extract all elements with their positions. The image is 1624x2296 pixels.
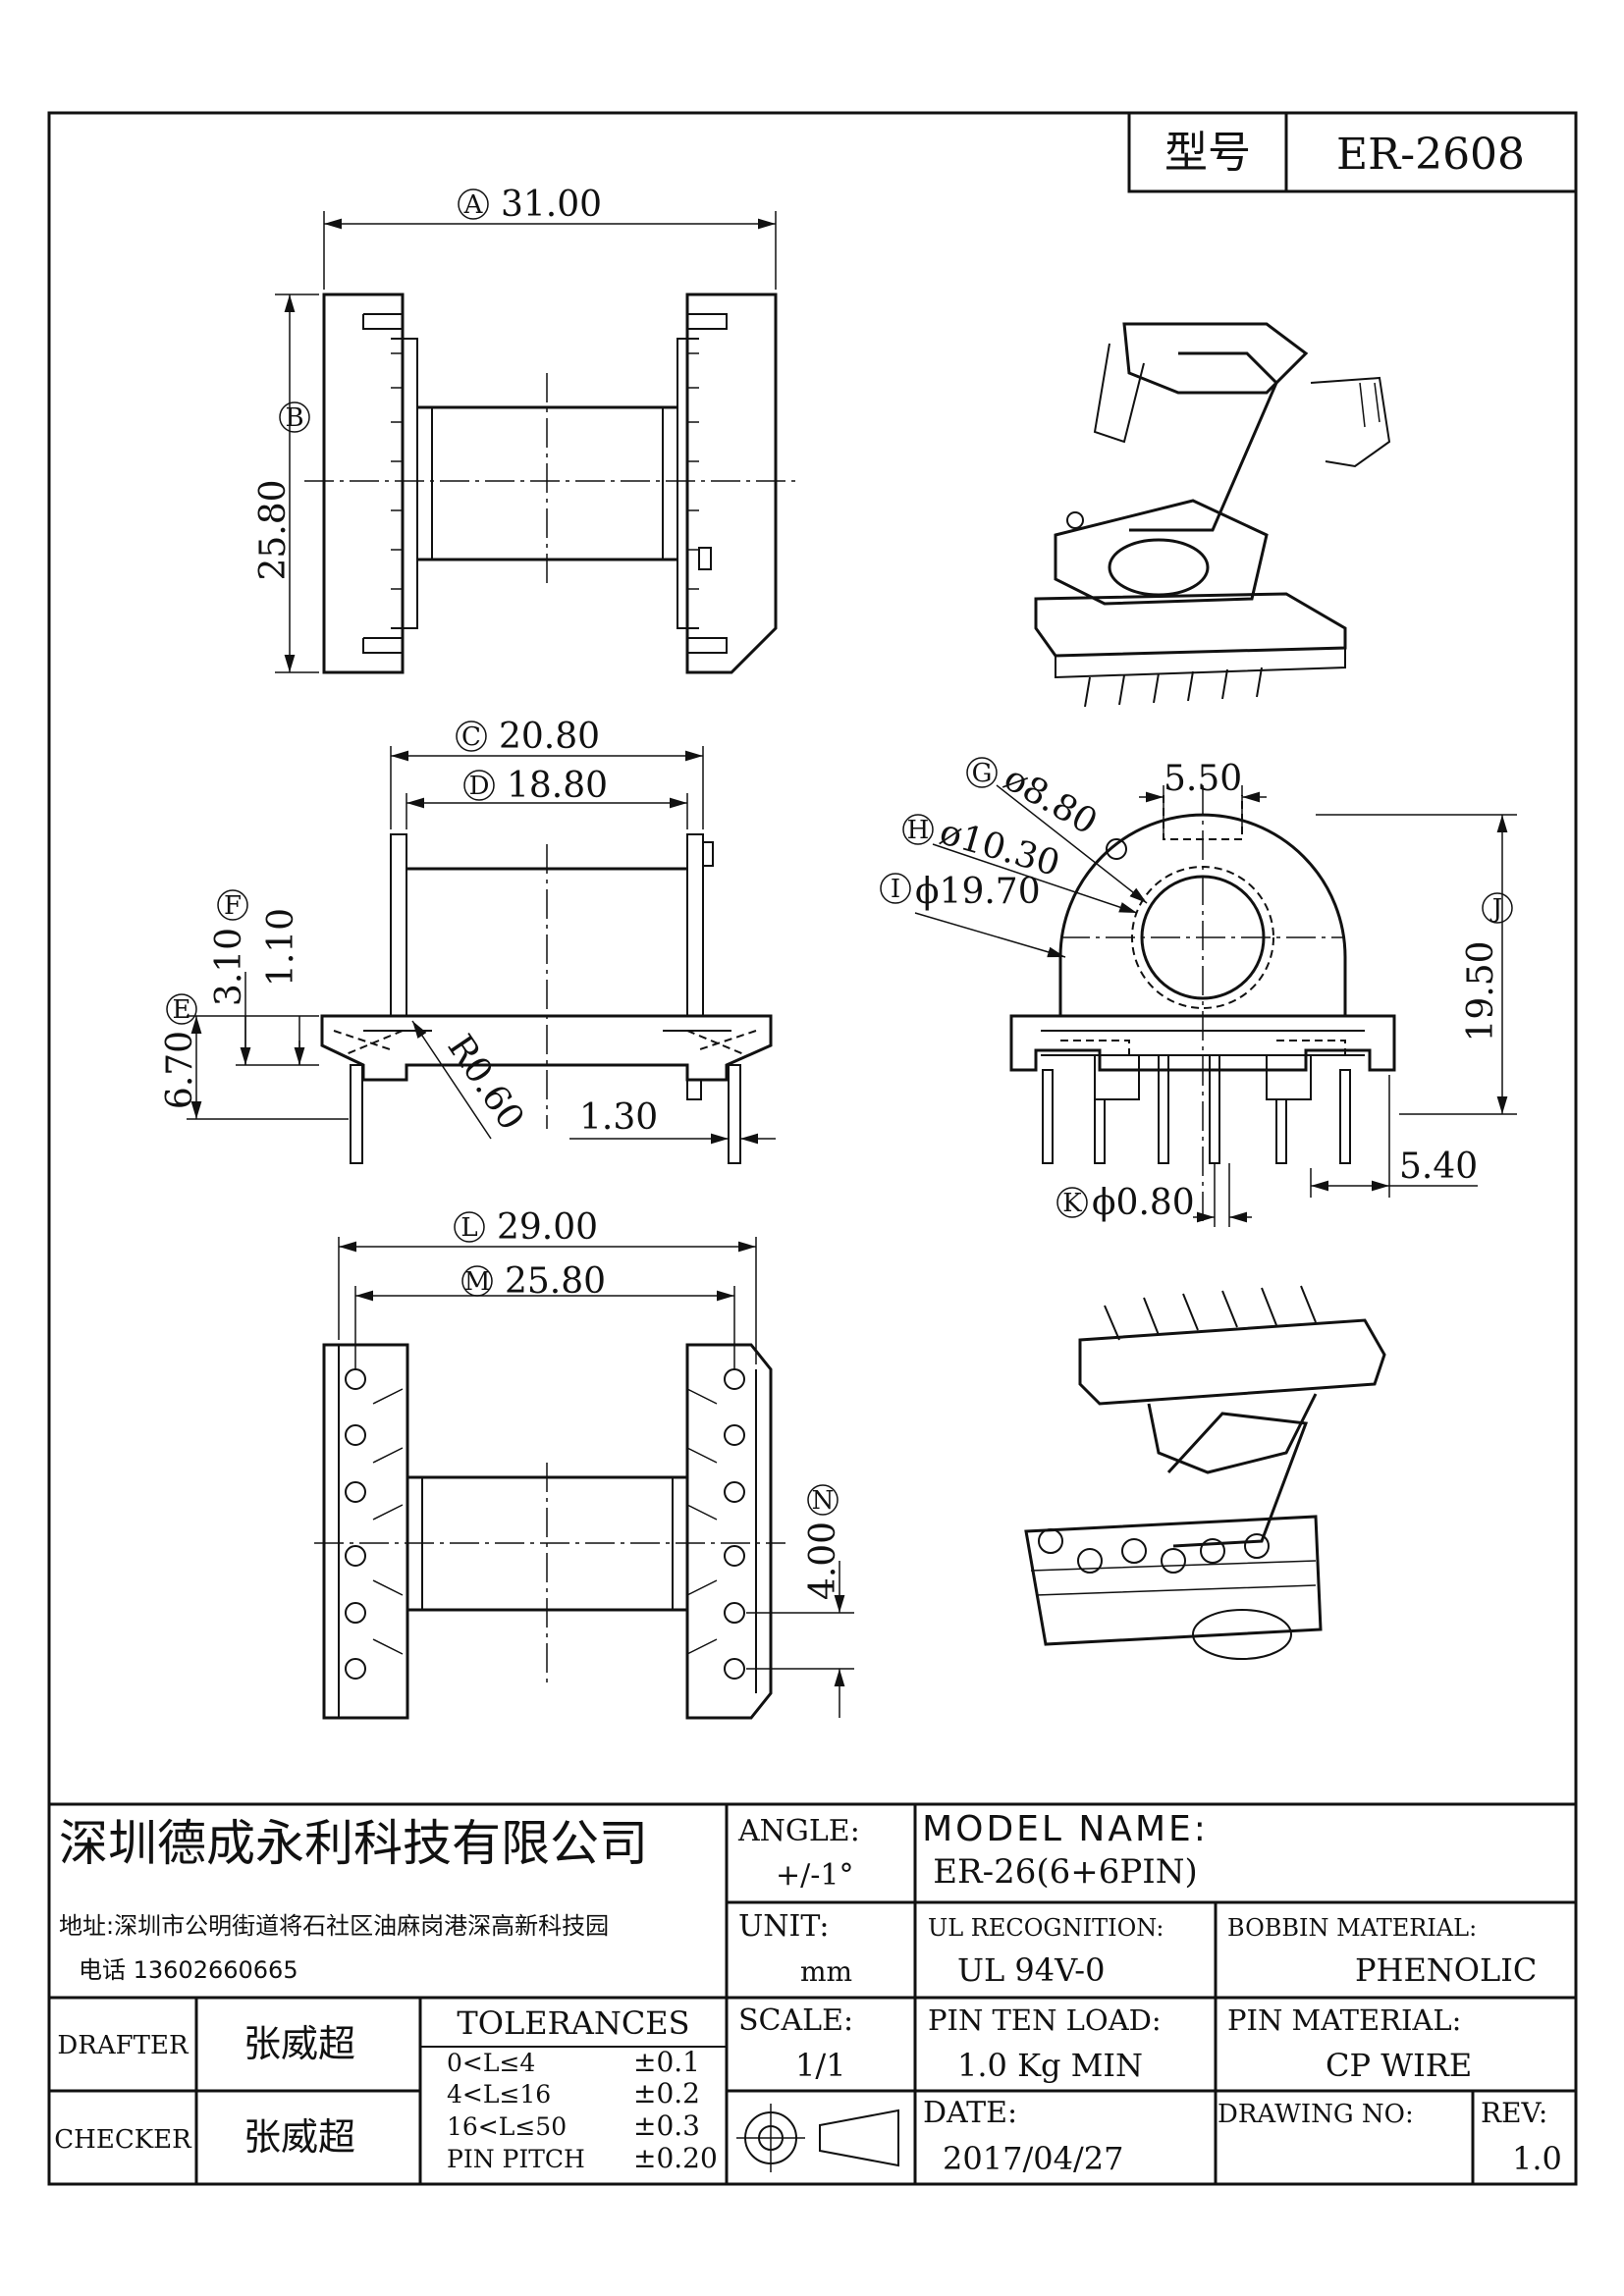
tolerance-value-4: ±0.20 (633, 2142, 718, 2174)
dim-b: B 25.80 (253, 294, 319, 673)
tolerances-title: TOLERANCES (457, 2004, 689, 2042)
tolerance-range-2: 4<L≤16 (447, 2080, 551, 2109)
bottom-view (314, 1343, 785, 1720)
dim-c-circle: C (461, 722, 481, 752)
isometric-view-top (1034, 322, 1391, 708)
tolerance-range-4: PIN PITCH (447, 2145, 585, 2173)
dim-i-value: ϕ19.70 (915, 872, 1041, 912)
drafter-name: 张威超 (244, 2022, 355, 2065)
rev-label: REV: (1481, 2097, 1547, 2129)
dim-j-circle: J (1489, 894, 1502, 924)
dim-i: I ϕ19.70 (880, 872, 1066, 958)
model-header: 型号 ER-2608 (1127, 111, 1578, 193)
dim-b-value: 25.80 (253, 479, 294, 580)
company-address: 地址:深圳市公明街道将石社区油麻岗港深高新科技园 (59, 1912, 609, 1940)
angle-label: ANGLE: (737, 1814, 860, 1848)
dim-l: L 29.00 (338, 1207, 757, 1364)
dim-l-circle: L (460, 1213, 477, 1243)
dim-d-circle: D (469, 772, 490, 801)
dim-a-value: 31.00 (501, 185, 602, 225)
dim-h-circle: H (907, 816, 930, 845)
date-value: 2017/04/27 (943, 2140, 1123, 2177)
pin-load-label: PIN TEN LOAD: (928, 2003, 1162, 2037)
model-name-label: MODEL NAME: (922, 1809, 1209, 1849)
date-label: DATE: (923, 2096, 1017, 2130)
dim-b-circle: B (285, 403, 303, 433)
dim-r: R0.60 (411, 1020, 532, 1140)
dim-d-value: 18.80 (507, 766, 608, 806)
company-phone: 电话 13602660665 (79, 1956, 298, 1984)
front-view (320, 833, 773, 1164)
isometric-view-bottom (1024, 1285, 1386, 1660)
tolerance-range-3: 16<L≤50 (447, 2112, 567, 2141)
dim-m-value: 25.80 (505, 1261, 606, 1302)
dim-m-circle: M (464, 1267, 491, 1297)
dim-i-circle: I (891, 875, 900, 904)
dim-k-circle: K (1062, 1189, 1082, 1218)
side-view (1009, 785, 1396, 1227)
unit-label: UNIT: (738, 1909, 829, 1944)
tolerance-range-1: 0<L≤4 (447, 2049, 535, 2077)
model-name-value: ER-26(6+6PIN) (933, 1852, 1198, 1892)
dim-a-circle: A (463, 190, 484, 220)
company-name: 深圳德成永利科技有限公司 (59, 1815, 648, 1872)
dim-n: N 4.00 (746, 1484, 854, 1718)
dim-k: K ϕ0.80 (1056, 1163, 1252, 1227)
model-label: 型号 (1164, 128, 1251, 178)
dim-a: A 31.00 (323, 185, 777, 290)
dim-c: C 20.80 (390, 717, 704, 829)
bobbin-value: PHENOLIC (1355, 1951, 1537, 1989)
scale-label: SCALE: (738, 2003, 853, 2038)
dim-n-value: 4.00 (803, 1522, 843, 1600)
dim-f2-value: 1.10 (261, 908, 301, 987)
dim-d: D 18.80 (406, 766, 688, 829)
pin-load-value: 1.0 Kg MIN (957, 2047, 1143, 2084)
drawing-no-label: DRAWING NO: (1218, 2100, 1414, 2129)
drafter-label: DRAFTER (57, 2031, 189, 2060)
model-value: ER-2608 (1336, 130, 1525, 180)
dim-f-circle: F (224, 891, 242, 921)
dim-j: J 19.50 (1316, 814, 1517, 1115)
tolerance-value-2: ±0.2 (633, 2077, 700, 2109)
dim-e: E 6.70 (160, 993, 349, 1120)
checker-label: CHECKER (54, 2125, 192, 2155)
dim-p-value: 1.30 (579, 1097, 658, 1138)
pin-material-label: PIN MATERIAL: (1227, 2003, 1461, 2037)
dim-c-value: 20.80 (499, 717, 600, 757)
dim-f-value: 3.10 (209, 928, 249, 1006)
projection-symbol-icon (736, 2104, 899, 2172)
ul-label: UL RECOGNITION: (928, 1914, 1164, 1942)
dim-s-value: 5.50 (1164, 759, 1242, 799)
scale-value: 1/1 (795, 2047, 846, 2084)
dim-l-value: 29.00 (497, 1207, 598, 1248)
title-block: 深圳德成永利科技有限公司 地址:深圳市公明街道将石社区油麻岗港深高新科技园 电话… (49, 1802, 1576, 2184)
dim-e-value: 6.70 (160, 1031, 200, 1109)
dim-p: 1.30 (569, 1085, 776, 1148)
dim-m: M 25.80 (354, 1261, 735, 1369)
tolerance-value-1: ±0.1 (633, 2046, 700, 2078)
dim-k-value: ϕ0.80 (1092, 1183, 1195, 1223)
bobbin-label: BOBBIN MATERIAL: (1227, 1914, 1477, 1942)
dim-n-circle: N (812, 1486, 835, 1516)
pin-material-value: CP WIRE (1326, 2047, 1472, 2084)
checker-name: 张威超 (244, 2115, 355, 2159)
dim-t-value: 5.40 (1399, 1147, 1478, 1187)
dim-f: F 3.10 1.10 (209, 889, 319, 1066)
tolerance-value-3: ±0.3 (633, 2109, 700, 2142)
rev-value: 1.0 (1512, 2140, 1562, 2177)
ul-value: UL 94V-0 (957, 1951, 1105, 1989)
sheet-border (47, 111, 1578, 2186)
dim-t: 5.40 (1310, 1075, 1478, 1198)
dim-g-circle: G (972, 759, 993, 788)
top-view (304, 293, 795, 674)
dim-j-value: 19.50 (1461, 940, 1501, 1041)
angle-value: +/-1° (776, 1858, 853, 1893)
unit-value: mm (800, 1955, 852, 1988)
dim-e-circle: E (173, 995, 191, 1025)
dim-s: 5.50 (1139, 759, 1267, 834)
